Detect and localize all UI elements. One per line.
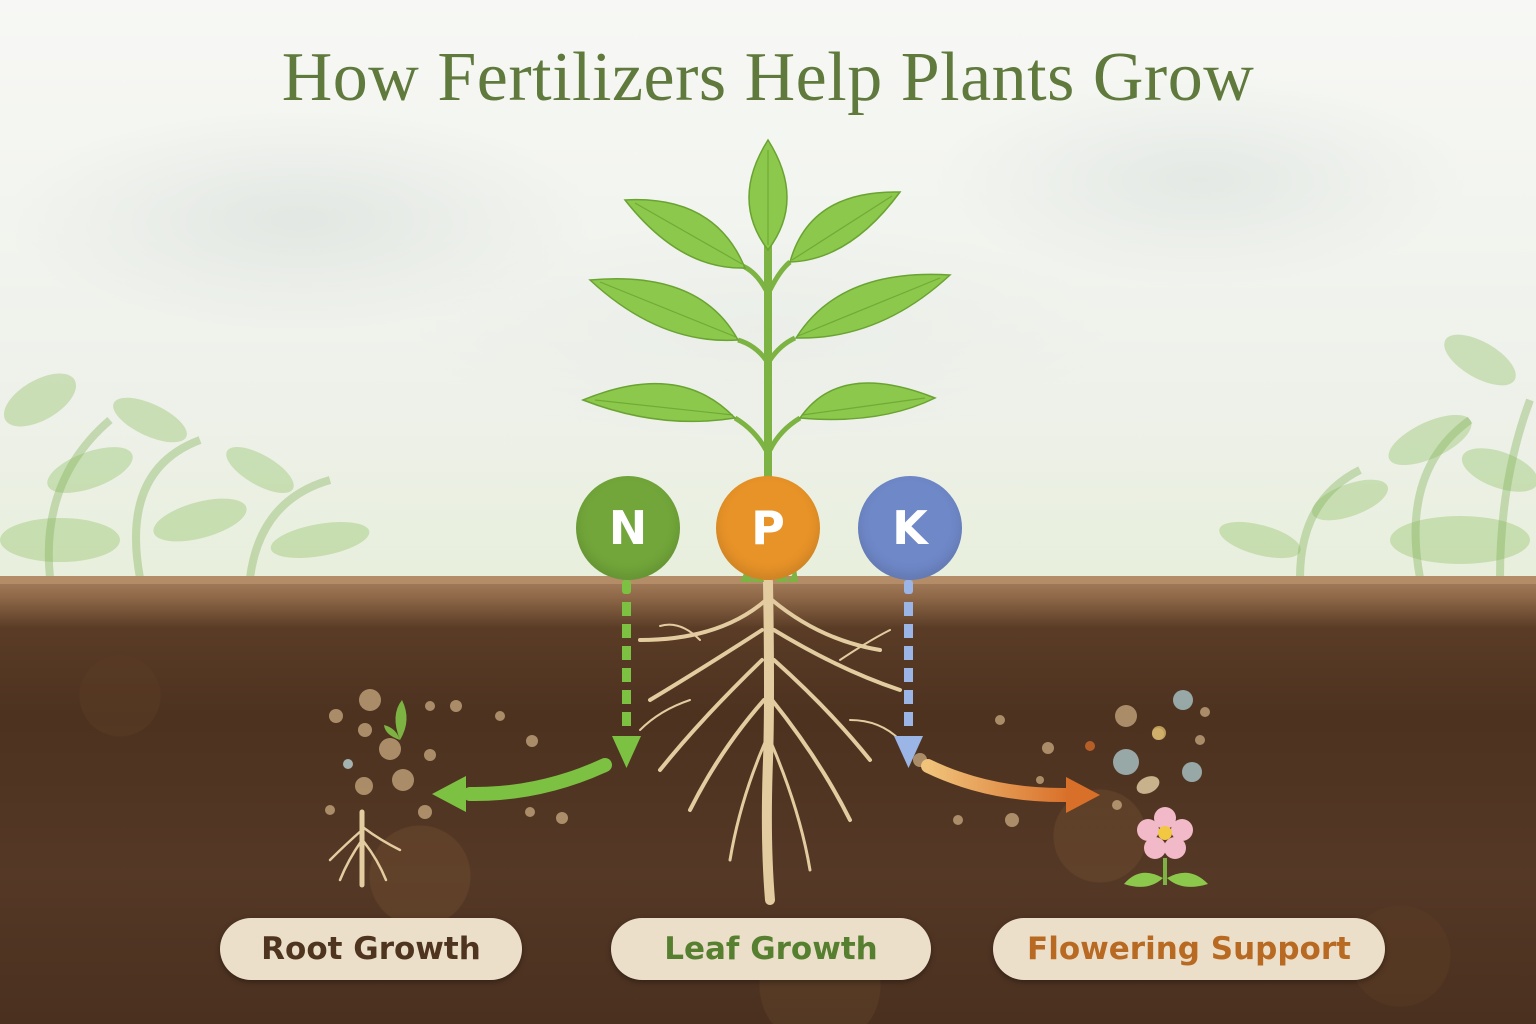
potassium-badge: K [858,476,962,580]
flower-icon [1124,807,1208,887]
root-growth-text: Root Growth [261,931,481,967]
potassium-arrow [894,580,923,768]
leaf-veins [594,150,941,416]
root-growth-arrow [432,758,612,812]
leaf-growth-label: Leaf Growth [611,918,931,980]
leaves [580,138,952,423]
nitrogen-badge: N [576,476,680,580]
leaf-growth-text: Leaf Growth [664,931,878,967]
nitrogen-arrow [612,580,641,768]
potassium-symbol: K [892,501,928,555]
flowering-support-text: Flowering Support [1027,931,1351,967]
root-sprout-icon [328,809,402,888]
leaf-branches [733,260,802,452]
nutrient-particles [325,689,1210,827]
flowering-support-label: Flowering Support [993,918,1385,980]
phosphorus-badge: P [716,476,820,580]
root-growth-label: Root Growth [220,918,522,980]
main-root-system [638,577,902,905]
flowering-support-arrow [921,759,1100,813]
phosphorus-symbol: P [751,501,785,555]
nitrogen-symbol: N [608,501,648,555]
seedling-icon [384,700,407,740]
page-title: How Fertilizers Help Plants Grow [281,39,1255,116]
mineral-granules [343,690,1202,794]
